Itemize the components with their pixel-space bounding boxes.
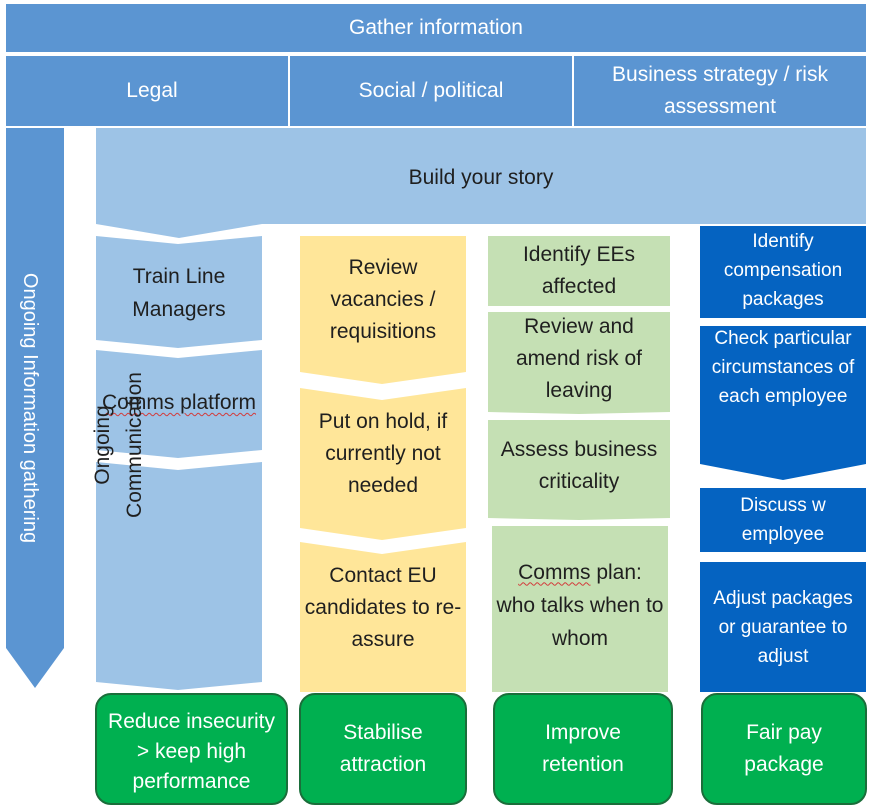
train-managers-shape (96, 236, 262, 348)
review-vacancies-shape (300, 236, 466, 384)
ongoing-gathering-label: Ongoing Information gathering (19, 272, 42, 544)
comms-plan-prefix: Comms (518, 560, 591, 584)
identify-compensation-label-wrap: Identify compensation packages (700, 226, 866, 314)
header-col-social-political: Social / political (288, 54, 574, 128)
adjust-packages-shape (700, 562, 866, 692)
review-vacancies-label-wrap: Review vacancies / requisitions (300, 248, 466, 352)
identify-compensation-shape (700, 226, 866, 318)
outcome-stabilise-attraction-label: Stabilise attraction (339, 721, 427, 776)
comms-platform-label-part: Comms platform (101, 391, 257, 414)
comms-plan-label-wrap: Comms plan: who talks when to whom (492, 538, 668, 672)
identify-compensation-label: Identify compensation packages (723, 230, 843, 310)
train-managers-label-wrap: Train Line Managers (96, 248, 262, 338)
gather-information-bar: Gather information (4, 2, 868, 54)
header-col-legal: Legal (4, 54, 290, 128)
build-story-label-wrap: Build your story (96, 150, 866, 206)
review-amend-label: Review and amend risk of leaving (515, 315, 643, 402)
comms-platform-shape (96, 350, 262, 458)
header-col-social-political-label: Social / political (358, 79, 504, 102)
review-amend-shape (488, 312, 670, 414)
assess-criticality-label-wrap: Assess business criticality (488, 416, 670, 516)
review-amend-label-wrap: Review and amend risk of leaving (488, 308, 670, 410)
review-vacancies-label: Review vacancies / requisitions (329, 256, 437, 343)
discuss-employee-shape (700, 488, 866, 552)
contact-candidates-label-wrap: Contact EU candidates to re-assure (300, 556, 466, 660)
col4-shapes (700, 226, 866, 692)
put-on-hold-label: Put on hold, if currently not needed (318, 410, 448, 497)
adjust-packages-label-wrap: Adjust packages or guarantee to adjust (700, 562, 866, 692)
header-col-business-strategy: Business strategy / risk assessment (572, 54, 868, 128)
assess-criticality-shape (488, 420, 670, 520)
check-circumstances-label-wrap: Check particular circumstances of each e… (700, 324, 866, 456)
put-on-hold-label-wrap: Put on hold, if currently not needed (300, 402, 466, 506)
put-on-hold-shape (300, 388, 466, 540)
outcome-fair-pay: Fair pay package (701, 693, 867, 805)
outcome-fair-pay-label: Fair pay package (744, 721, 824, 776)
ongoing-gathering-label-wrap: Ongoing Information gathering (10, 148, 50, 668)
ongoing-communication-shape (96, 462, 262, 690)
comms-plan-label: Comms plan: who talks when to whom (496, 556, 664, 655)
comms-plan-rest: plan: (590, 560, 642, 584)
ongoing-communication-label-wrap: Ongoing Communication (81, 345, 157, 545)
ongoing-gathering-arrow-shape (6, 128, 64, 688)
identify-ees-label: Identify EEs affected (522, 243, 636, 298)
outcome-reduce-insecurity: Reduce insecurity > keep high performanc… (95, 693, 288, 805)
header-col-legal-label: Legal (126, 79, 178, 102)
train-managers-label: Train Line Managers (132, 265, 226, 321)
outcome-improve-retention-label: Improve retention (542, 721, 624, 776)
build-story-label: Build your story (408, 166, 554, 189)
gather-information-label: Gather information (349, 16, 523, 39)
comms-plan-shape (492, 526, 668, 692)
identify-ees-label-wrap: Identify EEs affected (488, 236, 670, 306)
comms-plan-body: who talks when to whom (496, 593, 664, 650)
outcome-stabilise-attraction: Stabilise attraction (299, 693, 467, 805)
col3-shapes (488, 236, 670, 692)
header-col-business-strategy-label: Business strategy / risk assessment (612, 63, 828, 118)
comms-platform-label: Comms platform (102, 387, 256, 419)
discuss-employee-label-wrap: Discuss w employee (700, 488, 866, 552)
discuss-employee-label: Discuss w employee (740, 495, 826, 545)
check-circumstances-label: Check particular circumstances of each e… (711, 328, 855, 407)
comms-platform-label-wrap: Comms platform (96, 360, 262, 446)
col2-shapes (300, 236, 466, 692)
outcome-reduce-insecurity-label: Reduce insecurity > keep high performanc… (108, 710, 275, 793)
col1-shapes (96, 236, 262, 690)
build-story-banner (96, 128, 866, 238)
build-story-banner-shape (96, 128, 866, 238)
ongoing-gathering-arrow (6, 128, 64, 688)
contact-candidates-label: Contact EU candidates to re-assure (304, 564, 462, 651)
assess-criticality-label: Assess business criticality (500, 438, 658, 493)
adjust-packages-label: Adjust packages or guarantee to adjust (713, 587, 853, 667)
identify-ees-shape (488, 236, 670, 306)
outcome-improve-retention: Improve retention (493, 693, 673, 805)
contact-candidates-shape (300, 542, 466, 692)
check-circumstances-shape (700, 326, 866, 480)
ongoing-communication-label: Ongoing Communication (91, 372, 146, 518)
